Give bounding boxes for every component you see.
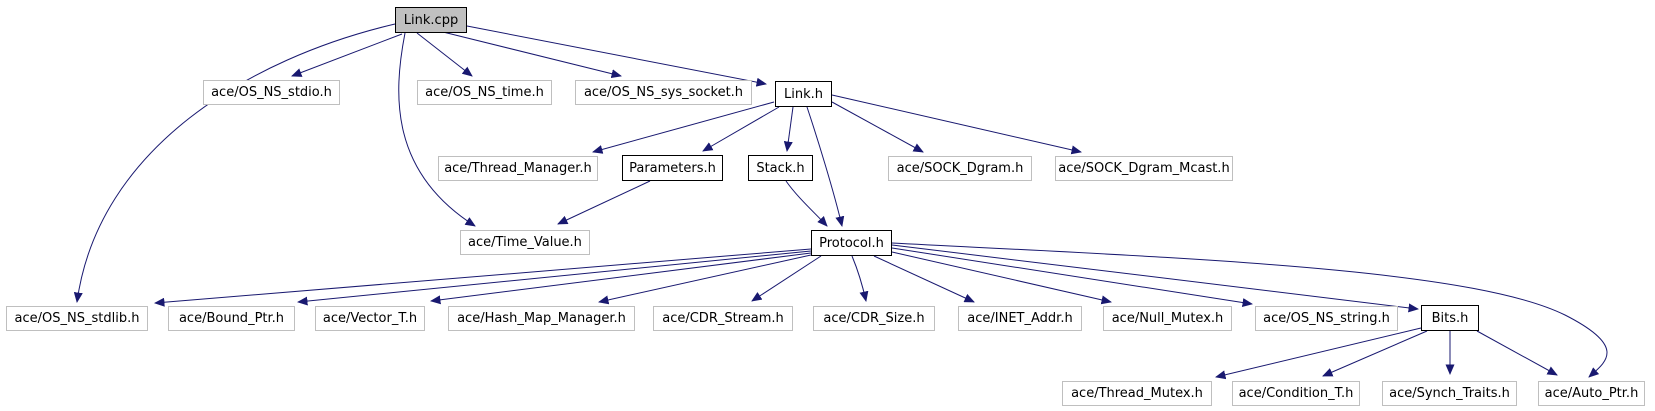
- node-bits-h[interactable]: Bits.h: [1421, 305, 1479, 331]
- edge-link-h-to-stack-h: [783, 106, 794, 152]
- node-ace-bound-ptr-h: ace/Bound_Ptr.h: [168, 306, 295, 331]
- edge-bits-h-to-ace-thread-mutex-h: [1215, 327, 1422, 380]
- node-ace-thread-manager-h: ace/Thread_Manager.h: [438, 156, 598, 181]
- node-ace-os-ns-stdlib-h: ace/OS_NS_stdlib.h: [6, 306, 148, 331]
- node-ace-thread-mutex-h: ace/Thread_Mutex.h: [1062, 381, 1212, 406]
- edge-protocol-h-to-ace-os-ns-stdlib-h: [154, 248, 812, 307]
- edge-link-cpp-to-link-h: [466, 25, 767, 87]
- edge-link-h-to-parameters-h: [702, 106, 780, 152]
- edge-protocol-h-to-ace-vector-t-h: [430, 252, 812, 305]
- node-ace-os-ns-time-h: ace/OS_NS_time.h: [417, 80, 552, 105]
- node-parameters-h[interactable]: Parameters.h: [622, 155, 723, 181]
- node-ace-synch-traits-h: ace/Synch_Traits.h: [1382, 381, 1517, 406]
- node-ace-null-mutex-h: ace/Null_Mutex.h: [1103, 306, 1232, 331]
- node-ace-cdr-stream-h: ace/CDR_Stream.h: [653, 306, 793, 331]
- node-ace-os-ns-sys-socket-h: ace/OS_NS_sys_socket.h: [575, 80, 752, 105]
- node-ace-sock-dgram-h: ace/SOCK_Dgram.h: [888, 156, 1032, 181]
- edges-group: [73, 23, 1608, 380]
- node-ace-sock-dgram-mcast-h: ace/SOCK_Dgram_Mcast.h: [1055, 156, 1233, 181]
- node-ace-hash-map-manager-h: ace/Hash_Map_Manager.h: [448, 306, 635, 331]
- edge-protocol-h-to-ace-cdr-size-h: [851, 255, 869, 302]
- edge-parameters-h-to-ace-time-value-h: [557, 180, 651, 225]
- edge-link-h-to-ace-thread-manager-h: [592, 101, 775, 154]
- node-ace-auto-ptr-h: ace/Auto_Ptr.h: [1538, 381, 1645, 406]
- node-protocol-h[interactable]: Protocol.h: [811, 230, 892, 256]
- edge-stack-h-to-protocol-h: [785, 180, 828, 227]
- node-link-h[interactable]: Link.h: [775, 81, 832, 107]
- node-ace-vector-t-h: ace/Vector_T.h: [315, 306, 425, 331]
- edge-protocol-h-to-ace-cdr-stream-h: [751, 255, 822, 302]
- edge-protocol-h-to-ace-os-ns-string-h: [891, 247, 1253, 307]
- edge-protocol-h-to-ace-bound-ptr-h: [297, 250, 812, 306]
- node-ace-os-ns-string-h: ace/OS_NS_string.h: [1255, 306, 1398, 331]
- edge-protocol-h-to-ace-inet-addr-h: [873, 255, 975, 303]
- edge-link-cpp-to-ace-time-value-h: [398, 32, 476, 227]
- edge-link-h-to-ace-sock-dgram-h: [831, 101, 924, 153]
- node-ace-time-value-h: ace/Time_Value.h: [460, 230, 590, 255]
- edge-protocol-h-to-ace-auto-ptr-h: [891, 242, 1608, 378]
- node-stack-h[interactable]: Stack.h: [748, 155, 813, 181]
- edge-link-cpp-to-ace-os-ns-stdio-h: [291, 33, 403, 77]
- edge-link-cpp-to-ace-os-ns-stdlib-h: [73, 23, 396, 303]
- edge-link-cpp-to-ace-os-ns-sys-socket-h: [438, 30, 622, 79]
- edge-protocol-h-to-ace-hash-map-manager-h: [598, 254, 812, 305]
- edge-protocol-h-to-bits-h: [891, 244, 1419, 313]
- edge-link-h-to-ace-sock-dgram-mcast-h: [831, 94, 1082, 155]
- node-ace-inet-addr-h: ace/INET_Addr.h: [958, 306, 1082, 331]
- node-ace-os-ns-stdio-h: ace/OS_NS_stdio.h: [203, 80, 340, 105]
- edge-bits-h-to-ace-condition-t-h: [1322, 330, 1428, 377]
- node-ace-cdr-size-h: ace/CDR_Size.h: [813, 306, 935, 331]
- node-ace-condition-t-h: ace/Condition_T.h: [1232, 381, 1360, 406]
- edge-link-cpp-to-ace-os-ns-time-h: [416, 32, 473, 77]
- edge-protocol-h-to-ace-null-mutex-h: [891, 251, 1112, 305]
- edge-link-h-to-protocol-h: [806, 106, 845, 227]
- node-link-cpp: Link.cpp: [395, 7, 467, 33]
- edge-bits-h-to-ace-auto-ptr-h: [1476, 330, 1558, 376]
